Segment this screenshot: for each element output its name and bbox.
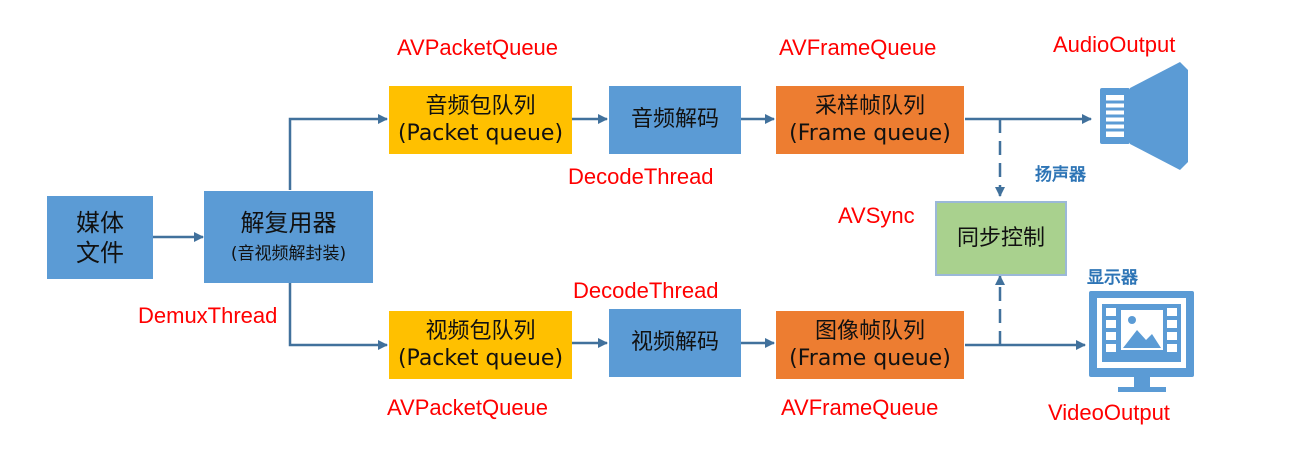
audio-frame-queue-title: 采样帧队列 [814, 93, 925, 119]
audio-packet-queue-subtitle: (Packet queue) [397, 121, 564, 146]
video-decode-box: 视频解码 [609, 309, 741, 377]
video-frame-queue-subtitle: (Frame queue) [789, 346, 951, 371]
audio-frame-queue-label: AVFrameQueue [779, 35, 937, 60]
audio-frame-queue-subtitle: (Frame queue) [789, 121, 951, 146]
monitor-icon [1089, 291, 1194, 392]
speaker-label: 扬声器 [1035, 165, 1086, 185]
video-frame-queue-box: 图像帧队列 (Frame queue) [776, 311, 964, 379]
arrow-demuxer-to-audio-queue [288, 114, 388, 190]
demuxer-title: 解复用器 [240, 209, 337, 238]
media-file-box: 媒体 文件 [47, 196, 153, 279]
video-packet-queue-title: 视频包队列 [425, 318, 536, 344]
sync-control-box: 同步控制 [935, 201, 1067, 276]
audio-packet-queue-label: AVPacketQueue [397, 35, 559, 60]
audio-frame-queue-box: 采样帧队列 (Frame queue) [776, 86, 964, 154]
arrow-demuxer-to-video-queue [288, 283, 388, 350]
demuxer-box: 解复用器 (音视频解封装) [204, 191, 373, 283]
demux-thread-label: DemuxThread [138, 303, 278, 328]
video-decode-thread-label: DecodeThread [573, 278, 719, 303]
av-sync-label: AVSync [838, 203, 915, 228]
speaker-icon [1100, 62, 1188, 170]
video-packet-queue-box: 视频包队列 (Packet queue) [389, 311, 572, 379]
audio-packet-queue-title: 音频包队列 [425, 93, 536, 119]
video-output-label: VideoOutput [1048, 400, 1170, 425]
video-packet-queue-subtitle: (Packet queue) [397, 346, 564, 371]
audio-decode-thread-label: DecodeThread [568, 164, 714, 189]
video-packet-queue-label: AVPacketQueue [387, 395, 549, 420]
audio-output-label: AudioOutput [1053, 32, 1176, 57]
audio-decode-box: 音频解码 [609, 86, 741, 154]
video-frame-queue-title: 图像帧队列 [814, 318, 925, 344]
demuxer-subtitle: (音视频解封装) [230, 244, 347, 265]
audio-packet-queue-box: 音频包队列 (Packet queue) [389, 86, 572, 154]
video-frame-queue-label: AVFrameQueue [781, 395, 939, 420]
display-label: 显示器 [1087, 268, 1138, 288]
